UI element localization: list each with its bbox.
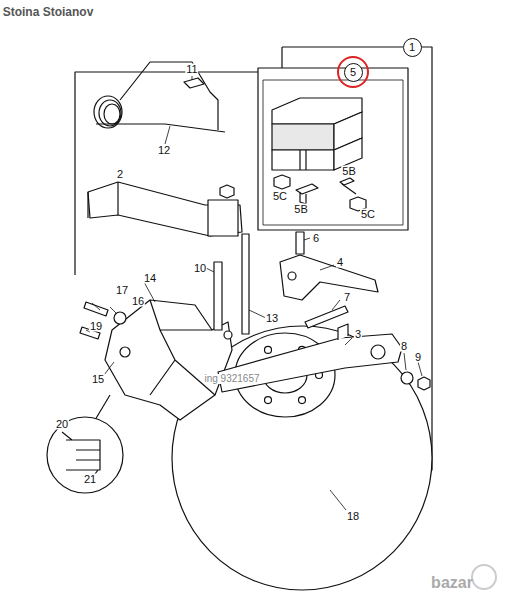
watermark-text: bazar	[431, 575, 473, 591]
callout-number: 10	[193, 263, 207, 274]
detail-circle	[47, 395, 123, 493]
actuating-lever	[280, 255, 378, 300]
callout-number: 6	[312, 233, 320, 244]
callout-number: 11	[185, 64, 198, 75]
callout-number: 1	[409, 42, 415, 53]
callout-number: 5B	[293, 204, 308, 215]
callout-number: 9	[414, 352, 422, 363]
spring-clip	[184, 78, 204, 88]
callout-number: 5B	[341, 166, 356, 177]
pins-bolts	[80, 232, 430, 390]
callout-number: 5	[350, 67, 356, 78]
callout-number: 12	[157, 145, 171, 156]
callout-circle: 1	[403, 38, 422, 57]
callout-number: 3	[354, 329, 362, 340]
callout-number: 16	[131, 296, 145, 307]
callout-number: 17	[115, 285, 129, 296]
upper-lever	[88, 182, 242, 236]
callout-number: 21	[83, 474, 97, 485]
callout-number: 5C	[360, 209, 376, 220]
bolt-hole	[299, 397, 306, 404]
callout-number: 2	[116, 169, 124, 180]
callout-number: 18	[346, 511, 360, 522]
bolt-hole	[265, 397, 272, 404]
callout-number: 13	[265, 313, 279, 324]
caliper-bracket	[105, 300, 232, 420]
watermark-text: ing 9321657	[204, 374, 259, 384]
return-spring	[94, 62, 225, 132]
callout-number: 5C	[272, 191, 288, 202]
watermark-text: Stoina Stoianov	[3, 6, 94, 18]
logo-ring	[472, 565, 496, 589]
callout-number: 4	[336, 257, 344, 268]
callout-number: 19	[89, 321, 103, 332]
callout-circle: 5	[344, 63, 363, 82]
bolt-hole	[265, 346, 272, 353]
inset-frame	[258, 68, 408, 230]
callout-number: 15	[91, 374, 105, 385]
highlight-circle	[338, 57, 368, 87]
callout-number: 7	[343, 292, 351, 303]
callout-number: 14	[143, 273, 157, 284]
inset-inner-frame	[263, 80, 403, 225]
brake-pads	[272, 98, 362, 170]
callout-number: 20	[55, 419, 69, 430]
leader-lines	[86, 76, 422, 510]
callout-number: 8	[400, 341, 408, 352]
